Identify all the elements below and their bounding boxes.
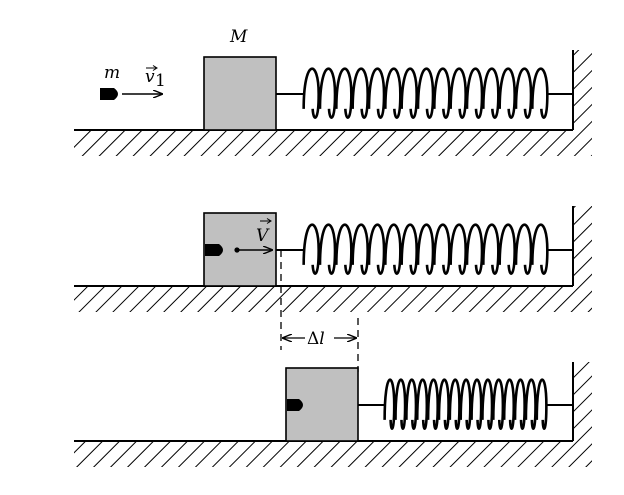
block-M — [203, 56, 277, 131]
ground-2 — [74, 206, 592, 312]
ground-3 — [74, 362, 592, 467]
scene-1-before-collision: M m v 1 — [74, 27, 592, 156]
svg-text:1: 1 — [155, 71, 166, 91]
label-M: M — [229, 27, 248, 47]
velocity-origin-dot — [234, 247, 240, 253]
spring-3-compressed — [358, 378, 573, 430]
label-v1: v 1 — [145, 65, 166, 91]
compression-dimension: Δl — [283, 318, 359, 372]
bullet-m — [100, 88, 118, 100]
ground-1 — [74, 50, 592, 156]
spring-2 — [276, 223, 573, 275]
label-V: V — [256, 218, 272, 246]
label-m: m — [104, 63, 120, 83]
scene-3-max-compression — [74, 362, 592, 467]
embedded-bullet-3 — [287, 399, 303, 411]
scene-2-after-collision: V — [74, 206, 592, 350]
svg-text:V: V — [256, 226, 270, 246]
label-delta-l: Δl — [307, 329, 325, 349]
spring-1 — [276, 67, 573, 119]
svg-text:v: v — [145, 67, 155, 87]
embedded-bullet-2 — [205, 244, 223, 256]
